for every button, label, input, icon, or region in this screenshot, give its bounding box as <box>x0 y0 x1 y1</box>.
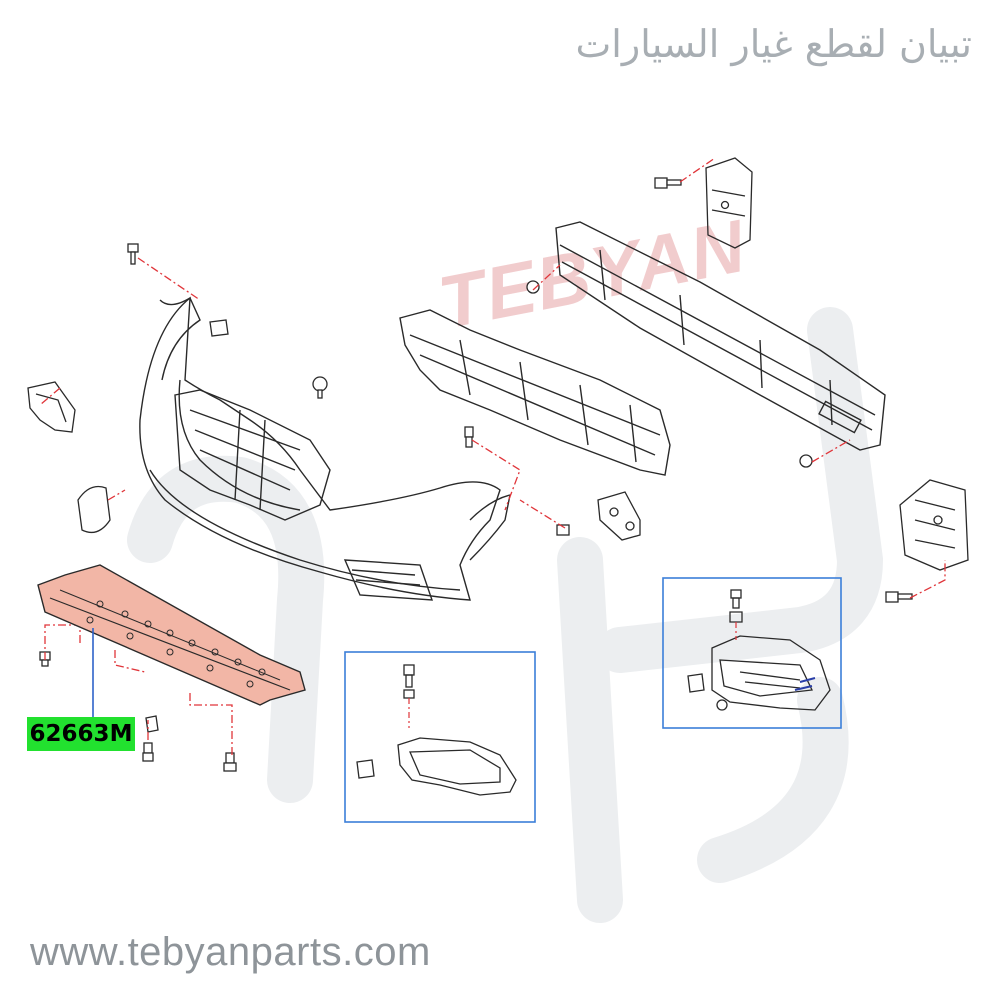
front-bumper-cover <box>139 296 511 601</box>
nut <box>526 280 540 294</box>
side-clip-bracket <box>597 491 641 541</box>
highlighted-engine-undercover <box>37 564 306 706</box>
bolt <box>654 177 682 189</box>
bolt <box>142 742 154 762</box>
bolt <box>885 591 913 603</box>
bumper-energy-absorber <box>399 309 671 476</box>
tow-hook-cover <box>77 485 111 534</box>
nut <box>799 454 813 468</box>
bolt <box>223 752 237 772</box>
bolt <box>127 243 139 265</box>
arabic-brand-title: تبيان لقطع غيار السيارات <box>575 22 972 66</box>
detail-box-fog-lamp-assembly <box>662 577 842 729</box>
website-url[interactable]: www.tebyanparts.com <box>30 930 431 974</box>
fasteners <box>39 177 913 772</box>
part-number-label: 62663M <box>27 717 135 751</box>
bolt <box>464 426 474 448</box>
left-fog-lamp-bezel <box>27 381 76 433</box>
detail-box-fog-lamp-bracket <box>344 651 536 823</box>
upper-mounting-bracket <box>705 157 753 249</box>
leader-lines <box>39 157 946 755</box>
clip <box>209 319 229 337</box>
bumper-reinforcement-beam <box>555 221 886 451</box>
push-rivet <box>312 376 328 399</box>
bolt <box>556 524 570 536</box>
right-mounting-bracket <box>899 479 969 571</box>
background-watermark-logo <box>127 307 884 923</box>
clip <box>145 715 159 733</box>
